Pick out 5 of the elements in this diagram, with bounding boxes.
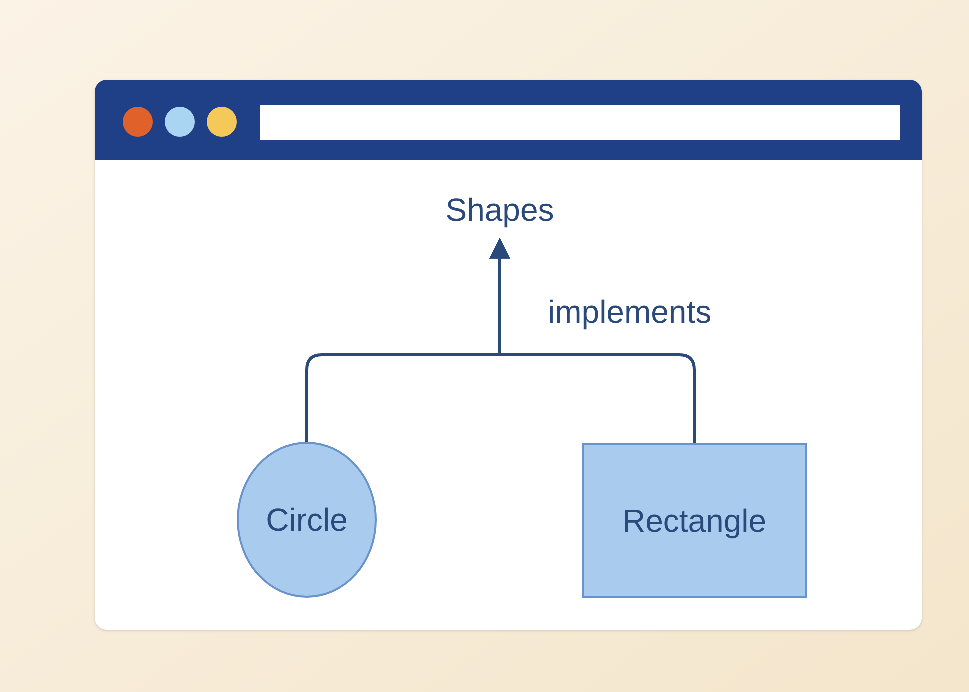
node-label: Rectangle bbox=[622, 504, 767, 536]
connector-arrow bbox=[490, 238, 696, 443]
rectangle-node bbox=[582, 443, 807, 598]
node-label: Circle bbox=[266, 504, 348, 536]
node-label: Shapes bbox=[446, 194, 554, 226]
